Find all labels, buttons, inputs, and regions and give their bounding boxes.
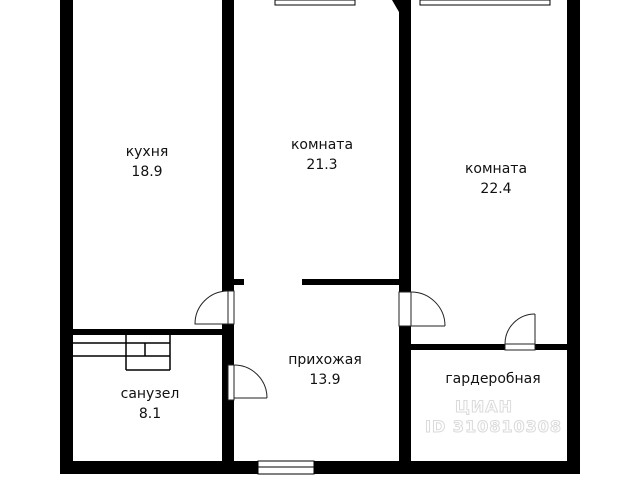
window-top-room1 [274, 0, 356, 6]
watermark-bottom: ID 310810308 [425, 417, 562, 436]
hallway-area: 13.9 [309, 372, 340, 388]
room1-area: 21.3 [306, 157, 337, 173]
wall-room2-wardrobe-right [535, 344, 567, 350]
wardrobe-name: гардеробная [445, 371, 540, 387]
wall-room2-wardrobe-left [411, 344, 505, 350]
door-wardrobe [504, 313, 536, 351]
wall-bottom [60, 461, 580, 474]
room2-name: комната [465, 161, 527, 177]
watermark: ЦИАН ID 310810308 [425, 397, 562, 437]
outer-walls [60, 0, 580, 474]
wall-hallway-wardrobe [399, 346, 411, 474]
watermark-top: ЦИАН [455, 397, 513, 416]
door-bathroom [227, 364, 268, 401]
window-top-room2 [419, 0, 551, 6]
kitchen-area: 18.9 [131, 164, 162, 180]
wall-left [60, 0, 73, 474]
room1-name: комната [291, 137, 353, 153]
hallway-name: прихожая [288, 352, 362, 368]
door-room2 [398, 291, 446, 327]
corner-top-right [567, 0, 580, 12]
wall-kitchen-room1-upper [222, 0, 234, 291]
kitchen-name: кухня [126, 144, 169, 160]
bathroom-name: санузел [121, 386, 180, 402]
wall-room1-hallway-right [302, 279, 399, 285]
room2-area: 22.4 [480, 181, 511, 197]
bathroom-fixtures [73, 335, 171, 371]
wall-room1-hallway-left [234, 279, 244, 285]
bathroom-area: 8.1 [139, 406, 161, 422]
room-labels: кухня 18.9 комната 21.3 комната 22.4 при… [121, 137, 541, 422]
wall-right [567, 0, 580, 474]
window-bottom [257, 460, 315, 475]
door-kitchen [194, 290, 235, 325]
wall-kitchen-bathroom-left [73, 329, 223, 335]
